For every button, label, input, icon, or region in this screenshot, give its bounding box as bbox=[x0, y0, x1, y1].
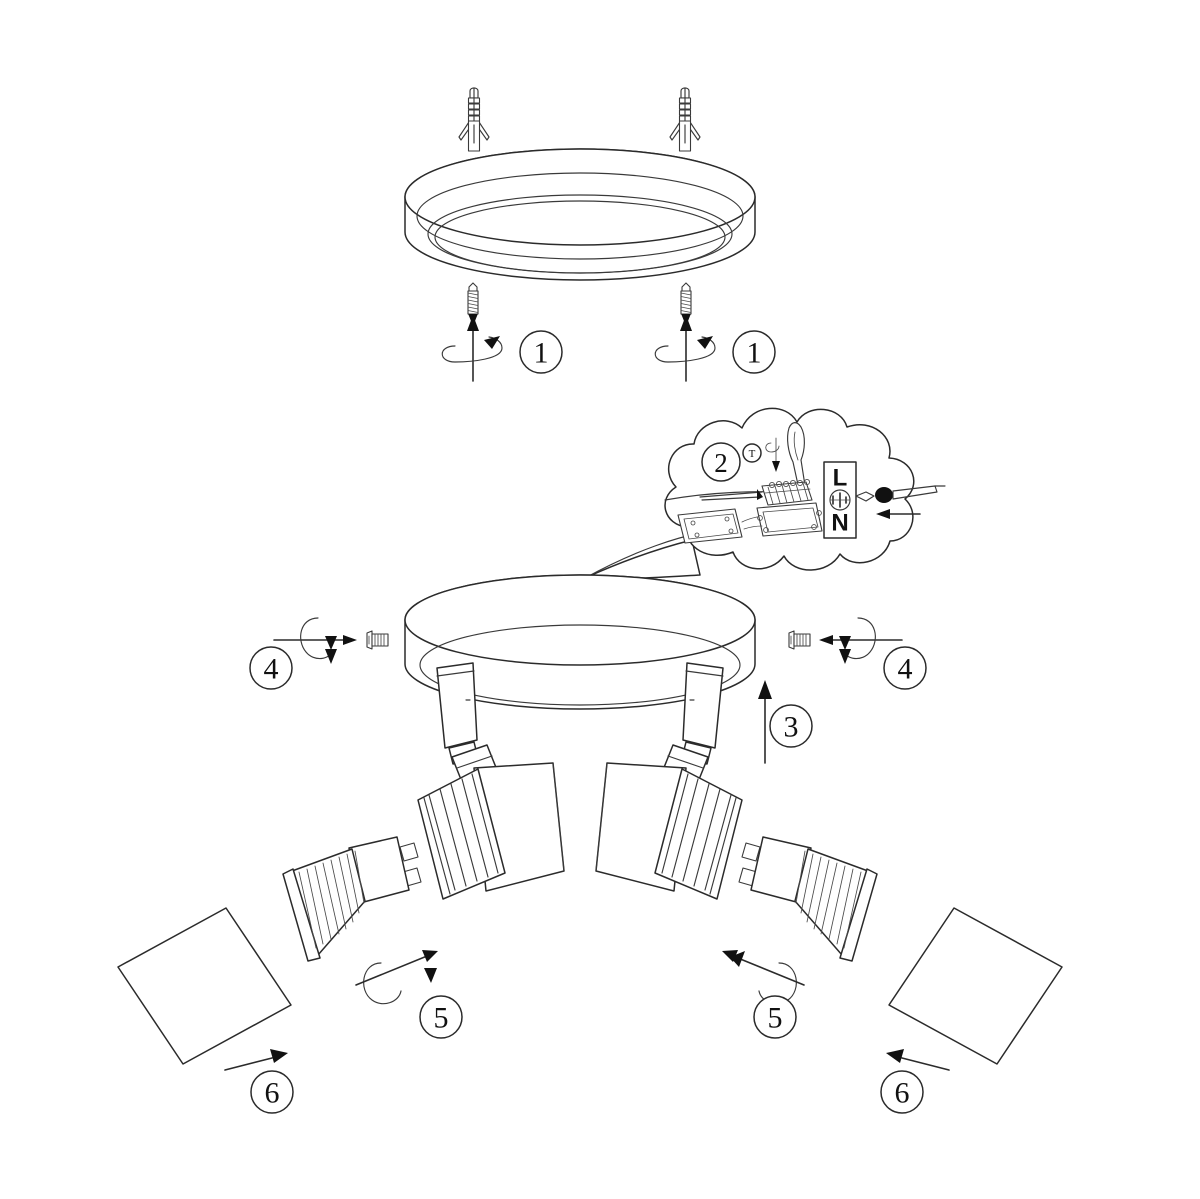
terminal-neutral-label: N bbox=[831, 510, 848, 537]
cloud-callout: 2 T bbox=[584, 407, 946, 580]
step-badge-5-left-label: 5 bbox=[434, 1002, 449, 1035]
bracket-plate-right bbox=[741, 502, 823, 537]
step-badge-5-right-label: 5 bbox=[768, 1002, 783, 1035]
cover-ring-right bbox=[888, 907, 1063, 1065]
base-plate bbox=[404, 574, 756, 710]
step-5-left-group: 5 bbox=[355, 950, 463, 1039]
gu10-lamp-left bbox=[282, 836, 422, 962]
supply-cable bbox=[855, 485, 946, 519]
mounting-ring bbox=[404, 148, 756, 281]
step-5-right-group: 5 bbox=[722, 950, 805, 1039]
step-badge-1-left-label: 1 bbox=[534, 337, 549, 370]
step-badge-6-left bbox=[250, 1070, 294, 1114]
step-4-left-group: 4 bbox=[249, 617, 389, 690]
wall-plug-left bbox=[458, 87, 490, 152]
spotlight-head-right bbox=[595, 744, 743, 900]
step-3-group: 3 bbox=[758, 680, 813, 764]
step-6-left-group: 6 bbox=[224, 1049, 294, 1114]
terminal-strip bbox=[761, 478, 813, 506]
step-badge-6-right bbox=[880, 1070, 924, 1114]
step-4-right-group: 4 bbox=[788, 617, 927, 690]
step-badge-3 bbox=[769, 704, 813, 748]
step-badge-4-left-label: 4 bbox=[264, 653, 279, 686]
step-1-left-group: 1 bbox=[441, 282, 563, 382]
terminal-live-label: L bbox=[833, 465, 848, 492]
step-badge-4-right bbox=[883, 646, 927, 690]
step-badge-6-right-label: 6 bbox=[895, 1077, 910, 1110]
spot-stem-left bbox=[436, 662, 479, 765]
bracket-plate-left bbox=[677, 508, 743, 544]
step-badge-1-right-label: 1 bbox=[747, 337, 762, 370]
step-badge-2 bbox=[701, 442, 741, 482]
step-badge-4-left bbox=[249, 646, 293, 690]
cover-ring-left bbox=[117, 907, 292, 1065]
tool-marker-label: T bbox=[749, 448, 756, 460]
step-badge-1-right bbox=[732, 330, 776, 374]
step-6-right-group: 6 bbox=[880, 1049, 950, 1114]
step-badge-3-label: 3 bbox=[784, 711, 799, 744]
step-badge-5-right bbox=[753, 995, 797, 1039]
gu10-lamp-right bbox=[738, 836, 878, 962]
step-1-right-group: 1 bbox=[654, 282, 776, 382]
spot-stem-right bbox=[681, 662, 724, 765]
tool-marker-circle bbox=[742, 443, 762, 463]
step-badge-6-left-label: 6 bbox=[265, 1077, 280, 1110]
wall-plug-right bbox=[669, 87, 701, 152]
terminal-label-box: L N bbox=[823, 461, 857, 539]
step-badge-4-right-label: 4 bbox=[898, 653, 913, 686]
step-badge-2-label: 2 bbox=[714, 448, 728, 478]
spotlight-head-left bbox=[417, 744, 565, 900]
step-badge-1-left bbox=[519, 330, 563, 374]
step-badge-5-left bbox=[419, 995, 463, 1039]
